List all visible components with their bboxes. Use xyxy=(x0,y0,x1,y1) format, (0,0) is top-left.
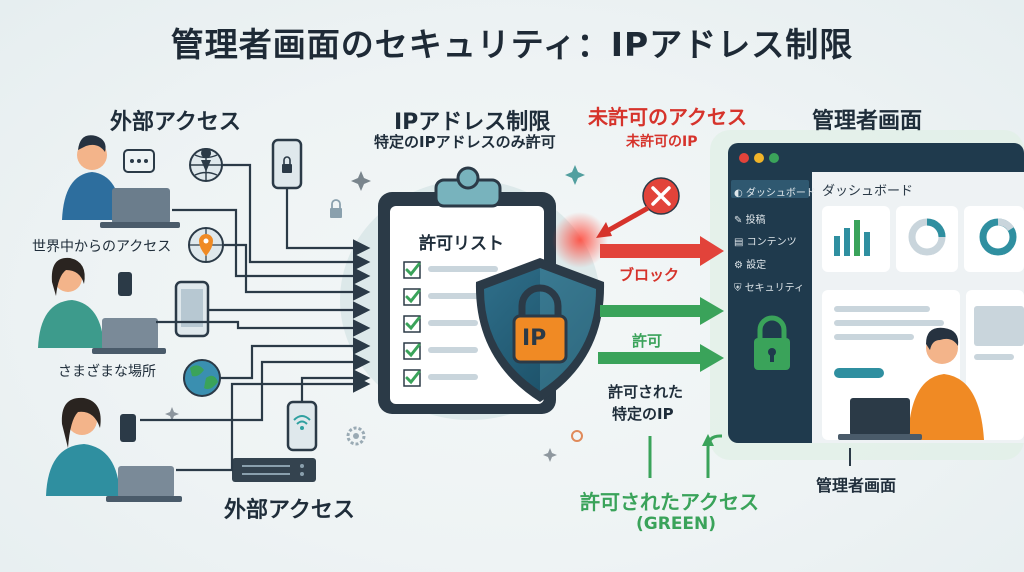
pin-icon: ✎ xyxy=(734,215,746,226)
admin-lock-icon xyxy=(754,315,790,370)
allow-label: 許可 xyxy=(632,332,663,350)
sparkle-icon xyxy=(543,448,557,462)
dashboard-icon: ◐ xyxy=(734,188,746,199)
allowed-access-label: 許可されたアクセス xyxy=(580,490,759,514)
ip-restriction-heading: IPアドレス制限 xyxy=(394,110,551,135)
globe-pin-icon xyxy=(189,148,223,182)
phone-lock-icon xyxy=(271,138,303,190)
green-connector xyxy=(648,434,722,478)
tablet-icon xyxy=(174,280,210,338)
external-access-bottom-label: 外部アクセス xyxy=(224,498,355,523)
sidebar-item-settings[interactable]: ⚙ 設定 xyxy=(734,256,766,271)
chat-bubble-icon xyxy=(123,149,155,173)
allowed-access-note: (GREEN) xyxy=(636,514,717,534)
sidebar-item-content[interactable]: ▤ コンテンツ xyxy=(734,233,797,248)
sidebar-item-security[interactable]: ⛨ セキュリティ xyxy=(734,279,804,294)
page-title: 管理者画面のセキュリティ：IPアドレス制限 xyxy=(170,25,854,64)
globe-orange-pin-icon xyxy=(188,227,224,263)
sparkle-icon xyxy=(351,171,371,191)
allowed-ip-line2: 特定のIP xyxy=(612,405,674,423)
person-laptop-2 xyxy=(46,397,182,502)
sidebar-item-label: 投稿 xyxy=(745,215,766,226)
sidebar-item-label: ダッシュボード xyxy=(745,188,816,199)
blocked-x-icon xyxy=(642,177,680,215)
various-places-label: さまざまな場所 xyxy=(58,364,156,380)
sparkle-icon xyxy=(565,165,585,185)
person-laptop-1 xyxy=(62,135,180,228)
sidebar-item-label: セキュリティ xyxy=(744,283,805,294)
earth-globe-icon xyxy=(183,359,221,397)
block-arrow xyxy=(600,236,724,266)
block-impact-glow xyxy=(552,212,608,268)
phone-wifi-icon xyxy=(286,400,318,452)
connector-lines xyxy=(140,163,371,472)
sparkle-icon xyxy=(165,407,179,421)
checklist xyxy=(403,261,498,387)
server-rack-icon xyxy=(232,458,316,482)
admin-screen-heading: 管理者画面 xyxy=(812,109,923,134)
sidebar-item-posts[interactable]: ✎ 投稿 xyxy=(734,211,766,226)
document-icon: ▤ xyxy=(734,237,747,248)
person-phone xyxy=(38,257,166,354)
gear-icon xyxy=(346,426,366,446)
shield-icon: ⛨ xyxy=(734,283,745,294)
sidebar-item-dashboard[interactable]: ◐ ダッシュボード xyxy=(734,184,816,199)
small-lock-icon xyxy=(330,199,342,218)
allow-list-title: 許可リスト xyxy=(419,234,504,254)
gear-icon: ⚙ xyxy=(734,260,747,271)
external-access-heading: 外部アクセス xyxy=(110,110,241,135)
dashboard-content-title: ダッシュボード xyxy=(822,184,914,199)
sidebar-item-label: コンテンツ xyxy=(746,237,797,248)
shield-ip-label: IP xyxy=(522,326,547,351)
green-up-arrow-head xyxy=(702,434,714,446)
allow-arrow-1 xyxy=(600,297,724,325)
sidebar-item-label: 設定 xyxy=(746,260,767,271)
admin-person xyxy=(838,327,984,440)
block-label: ブロック xyxy=(619,266,680,284)
world-access-label: 世界中からのアクセス xyxy=(32,239,172,255)
padlock-icon xyxy=(512,284,568,364)
allow-arrow-2 xyxy=(598,344,724,372)
unauthorized-arrow xyxy=(596,205,650,238)
unauthorized-access-title: 未許可のアクセス xyxy=(588,105,747,129)
admin-screen-bottom-label: 管理者画面 xyxy=(816,476,897,495)
unauthorized-ip-label: 未許可のIP xyxy=(626,134,698,150)
ring-decoration xyxy=(571,430,583,442)
allowed-ip-line1: 許可された xyxy=(608,383,684,401)
ip-restriction-subheading: 特定のIPアドレスのみ許可 xyxy=(374,133,556,151)
